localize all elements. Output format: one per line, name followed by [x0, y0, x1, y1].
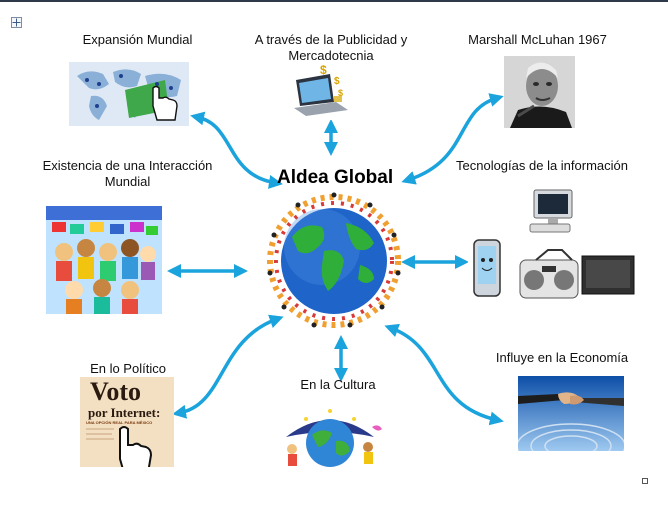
arrow-expansion: [190, 111, 283, 189]
move-handle-icon[interactable]: [11, 17, 22, 28]
tech-devices-image: [468, 188, 640, 300]
label-mcluhan: Marshall McLuhan 1967: [468, 32, 607, 47]
handshake-image: [518, 376, 624, 451]
label-interaction: Existencia de una Interacción Mundial: [42, 158, 213, 189]
label-politics: En lo Político: [90, 361, 166, 376]
resize-handle[interactable]: [642, 478, 648, 484]
central-globe-image: [262, 187, 406, 333]
label-advertising: A través de la Publicidad y Mercadotecni…: [254, 32, 408, 63]
center-title: Aldea Global: [277, 167, 394, 188]
label-expansion: Expansión Mundial: [82, 32, 193, 47]
vote-poster-tagline: UNA OPCIÓN REAL PARA MÉXICO: [86, 420, 153, 425]
culture-globe-image: [276, 397, 384, 471]
hand-cursor-icon: [119, 426, 153, 467]
vote-poster-subtitle: por Internet:: [88, 405, 161, 420]
arrow-economy: [384, 323, 504, 426]
vote-poster-title: Voto: [90, 377, 142, 406]
svg-text:$: $: [338, 88, 343, 98]
label-technologies: Tecnologías de la información: [456, 158, 628, 173]
label-culture: En la Cultura: [300, 377, 376, 392]
svg-text:$: $: [334, 76, 340, 87]
world-map-image: [69, 62, 189, 126]
label-economy: Influye en la Economía: [495, 350, 629, 365]
kids-world-image: [46, 206, 162, 314]
mcluhan-portrait-image: [504, 56, 575, 128]
editor-top-border: [0, 0, 668, 2]
laptop-money-image: $ $ $: [290, 62, 352, 120]
vote-poster-image: Voto por Internet: UNA OPCIÓN REAL PARA …: [80, 377, 174, 467]
arrow-politics: [172, 314, 284, 419]
arrow-mcluhan: [401, 93, 504, 185]
svg-text:$: $: [320, 63, 327, 77]
